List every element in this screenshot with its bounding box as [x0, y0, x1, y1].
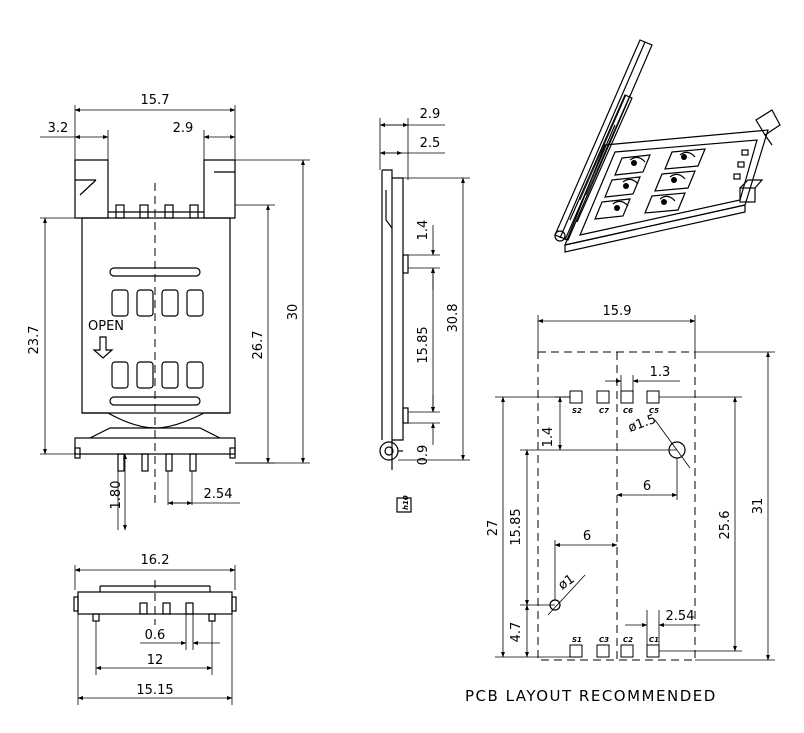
dim-side-top-a: 2.9 — [420, 107, 441, 122]
dim-pcb-vert-15-85: 15.85 — [509, 508, 524, 545]
bottom-view: 16.2 0.6 12 15.15 — [73, 553, 237, 705]
front-view: 15.7 3.2 2.9 — [27, 93, 310, 531]
dim-side-15-85: 15.85 — [416, 326, 431, 363]
pin-c7: C7 — [599, 407, 609, 415]
dim-front-total-height: 30 — [286, 304, 301, 321]
dim-pcb-hole-x2: 6 — [583, 529, 591, 544]
dim-front-inner-height: 26.7 — [251, 331, 266, 360]
pin-c6: C6 — [623, 407, 633, 415]
dim-front-left-offset: 3.2 — [48, 121, 69, 136]
dim-bottom-width: 16.2 — [141, 553, 170, 568]
dim-front-width: 15.7 — [141, 93, 170, 108]
dim-front-body-height: 23.7 — [27, 326, 42, 355]
dim-pcb-vert-25-6: 25.6 — [718, 511, 733, 540]
dim-pcb-vert-31: 31 — [751, 498, 766, 515]
dim-side-0-9: 0.9 — [416, 445, 431, 466]
side-tag: h10 — [402, 495, 410, 510]
dim-pcb-hole-large: ø1.5 — [626, 412, 658, 436]
pin-s1: S1 — [572, 636, 582, 644]
dim-front-pin-length: 1.80 — [109, 481, 124, 510]
dim-side-30-8: 30.8 — [446, 304, 461, 333]
dim-pcb-hole-x1: 6 — [643, 479, 651, 494]
dim-pcb-width: 15.9 — [603, 304, 632, 319]
dim-pcb-pitch-bottom: 2.54 — [666, 609, 695, 624]
pin-c3: C3 — [599, 636, 609, 644]
dim-pcb-pitch-top: 1.3 — [650, 365, 671, 380]
dim-pcb-vert-27: 27 — [486, 520, 501, 537]
dim-bottom-pin-span: 12 — [147, 653, 164, 668]
dim-pcb-offset-top: 1.4 — [541, 427, 556, 448]
dim-side-top-b: 2.5 — [420, 136, 441, 151]
dim-bottom-base: 15.15 — [136, 683, 173, 698]
pin-s2: S2 — [572, 407, 582, 415]
dim-pcb-vert-4-7: 4.7 — [509, 622, 524, 643]
dim-front-right-offset: 2.9 — [173, 121, 194, 136]
dim-side-1-4: 1.4 — [416, 220, 431, 241]
open-arrow-icon — [92, 336, 114, 359]
pin-c5: C5 — [649, 407, 659, 415]
dim-pcb-hole-small: ø1 — [556, 572, 578, 594]
dim-front-pin-pitch: 2.54 — [204, 487, 233, 502]
isometric-view — [554, 39, 781, 253]
dim-bottom-pin-width: 0.6 — [145, 628, 166, 643]
open-label: OPEN — [88, 319, 124, 334]
pin-c1: C1 — [649, 636, 659, 644]
pin-c2: C2 — [623, 636, 633, 644]
pcb-layout: 15.9 S2 C7 C6 C5 1.3 ø1.5 1.4 — [465, 304, 775, 705]
side-view: 2.9 2.5 h10 1.4 15.85 0.9 — [379, 107, 470, 513]
pcb-caption: PCB LAYOUT RECOMMENDED — [465, 687, 717, 705]
